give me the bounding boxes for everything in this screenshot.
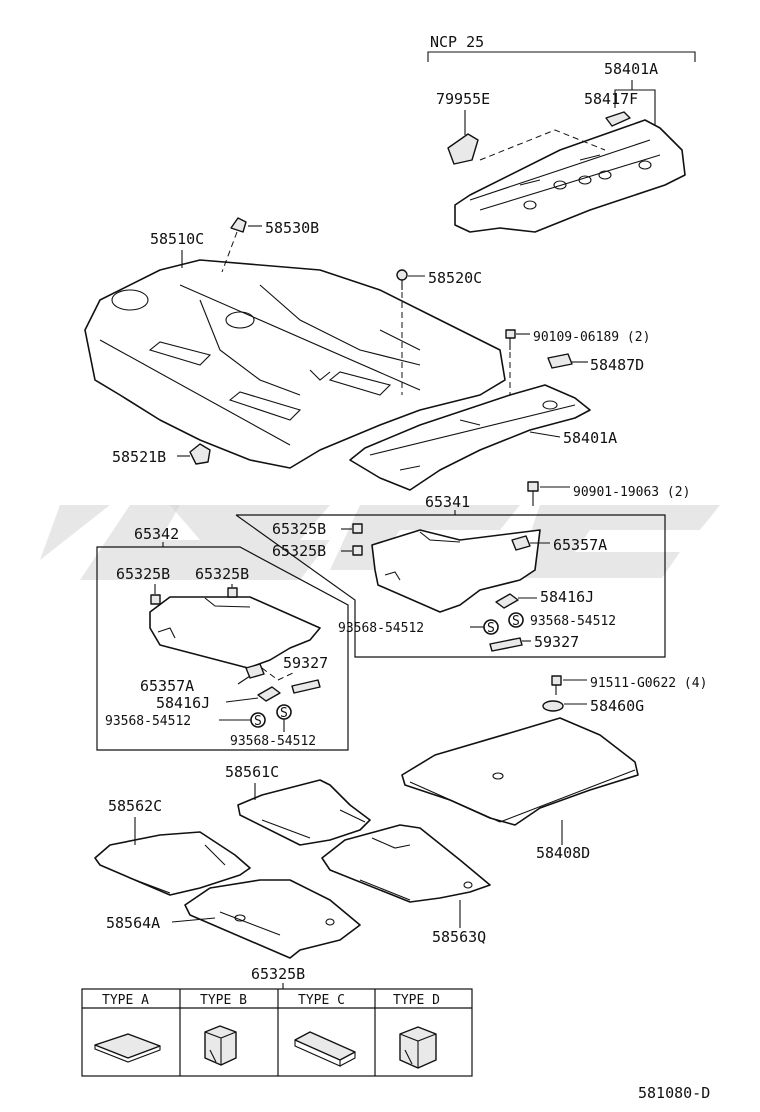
type-table: TYPE A TYPE B TYPE C TYPE D: [81, 988, 473, 1077]
part-clip-65357A-r: [511, 535, 531, 551]
group-box-65342: [96, 546, 349, 751]
part-rear-floor-panel-upper: [454, 119, 686, 233]
callout-58416J-r: 58416J: [540, 588, 594, 606]
callout-93568-r2: 93568-54512: [530, 614, 616, 629]
callout-59327-r: 59327: [534, 633, 579, 651]
part-clip-65325B-r1: [352, 523, 363, 534]
part-clip-58460G: [542, 700, 564, 712]
callout-58521B: 58521B: [112, 448, 166, 466]
callout-65325B-r1: 65325B: [272, 520, 326, 538]
part-clip-65325B-l2: [227, 587, 238, 598]
group-box-65341: [235, 514, 666, 658]
part-mat-left-65342: [149, 596, 321, 669]
callout-58416J-l: 58416J: [156, 694, 210, 712]
type-table-title: 65325B: [251, 965, 305, 983]
callout-58520C: 58520C: [428, 269, 482, 287]
part-pad-58487D: [547, 353, 573, 369]
callout-58460G: 58460G: [590, 697, 644, 715]
callout-58564A: 58564A: [106, 914, 160, 932]
callout-93568-l2: 93568-54512: [230, 734, 316, 749]
callout-58562C: 58562C: [108, 797, 162, 815]
callout-58401A-top: 58401A: [604, 60, 658, 78]
type-c-header: TYPE C: [298, 993, 345, 1008]
part-mat-right-65341: [371, 529, 541, 613]
variant-note: NCP 25: [430, 33, 484, 51]
callout-79955E: 79955E: [436, 90, 490, 108]
callout-65325B-l1: 65325B: [116, 565, 170, 583]
callout-90901-19063: 90901-19063 (2): [573, 485, 690, 500]
part-clip-79955E: [447, 133, 479, 165]
part-bolt-91511: [551, 675, 562, 695]
part-clip-65325B-r2: [352, 545, 363, 556]
part-floor-carpet-front: [84, 259, 506, 469]
s-mark-l2: S: [276, 704, 292, 721]
part-bolt-90109: [505, 329, 516, 350]
group-label-65341: 65341: [425, 493, 470, 511]
s-mark-l1-text: S: [254, 714, 262, 729]
callout-58563Q: 58563Q: [432, 928, 486, 946]
type-d-header: TYPE D: [393, 993, 440, 1008]
type-c-strip-shape: [294, 1031, 356, 1067]
part-clip-65325B-l1: [150, 594, 161, 605]
type-a-header: TYPE A: [102, 993, 149, 1008]
part-floor-mat-58562C: [94, 831, 251, 896]
part-bolt-90901: [527, 481, 539, 506]
callout-65325B-l2: 65325B: [195, 565, 249, 583]
callout-58408D: 58408D: [536, 844, 590, 862]
variant-bracket: NCP 25: [427, 33, 696, 62]
type-b-header: TYPE B: [200, 993, 247, 1008]
reference-code: 581080-D: [638, 1084, 710, 1102]
part-clip-65357A-l: [245, 663, 265, 679]
type-b-clip-shape: [204, 1025, 237, 1066]
callout-91511-G0622: 91511-G0622 (4): [590, 676, 707, 691]
s-mark-r1-text: S: [487, 621, 495, 636]
callout-93568-l1: 93568-54512: [105, 714, 191, 729]
part-pad-58417F: [605, 111, 631, 127]
group-label-65342: 65342: [134, 525, 179, 543]
s-mark-r1: S: [483, 619, 499, 636]
part-clip-58530B: [230, 217, 247, 233]
part-floor-mat-58563Q: [321, 824, 491, 903]
part-clip-58416J-l: [257, 686, 281, 702]
watermark-logo: [40, 505, 720, 580]
type-d-clip-shape: [399, 1026, 437, 1069]
callout-90109-06189: 90109-06189 (2): [533, 330, 650, 345]
callout-58561C: 58561C: [225, 763, 279, 781]
part-tape-59327-l: [291, 679, 321, 694]
callout-58401A-lower: 58401A: [563, 429, 617, 447]
part-floor-mat-58561C: [237, 779, 371, 846]
callout-59327-l: 59327: [283, 654, 328, 672]
part-clip-58521B: [189, 443, 211, 465]
callout-93568-r1: 93568-54512: [338, 621, 424, 636]
part-luggage-mat-58408D: [401, 717, 639, 826]
callout-58530B: 58530B: [265, 219, 319, 237]
callout-65357A-l: 65357A: [140, 677, 194, 695]
s-mark-r2: S: [508, 612, 524, 629]
s-mark-r2-text: S: [512, 614, 520, 629]
callout-58417F: 58417F: [584, 90, 638, 108]
part-clip-58520C: [396, 269, 408, 290]
type-a-pad-shape: [94, 1033, 161, 1063]
callout-65357A-r: 65357A: [553, 536, 607, 554]
part-floor-mat-58564A: [184, 879, 361, 959]
part-clip-58416J-r: [495, 593, 519, 609]
s-mark-l1: S: [250, 712, 266, 729]
s-mark-l2-text: S: [280, 706, 288, 721]
callout-58510C: 58510C: [150, 230, 204, 248]
callout-65325B-r2: 65325B: [272, 542, 326, 560]
part-tape-59327-r: [489, 637, 523, 652]
part-rear-floor-panel-lower: [349, 384, 591, 491]
callout-58487D: 58487D: [590, 356, 644, 374]
